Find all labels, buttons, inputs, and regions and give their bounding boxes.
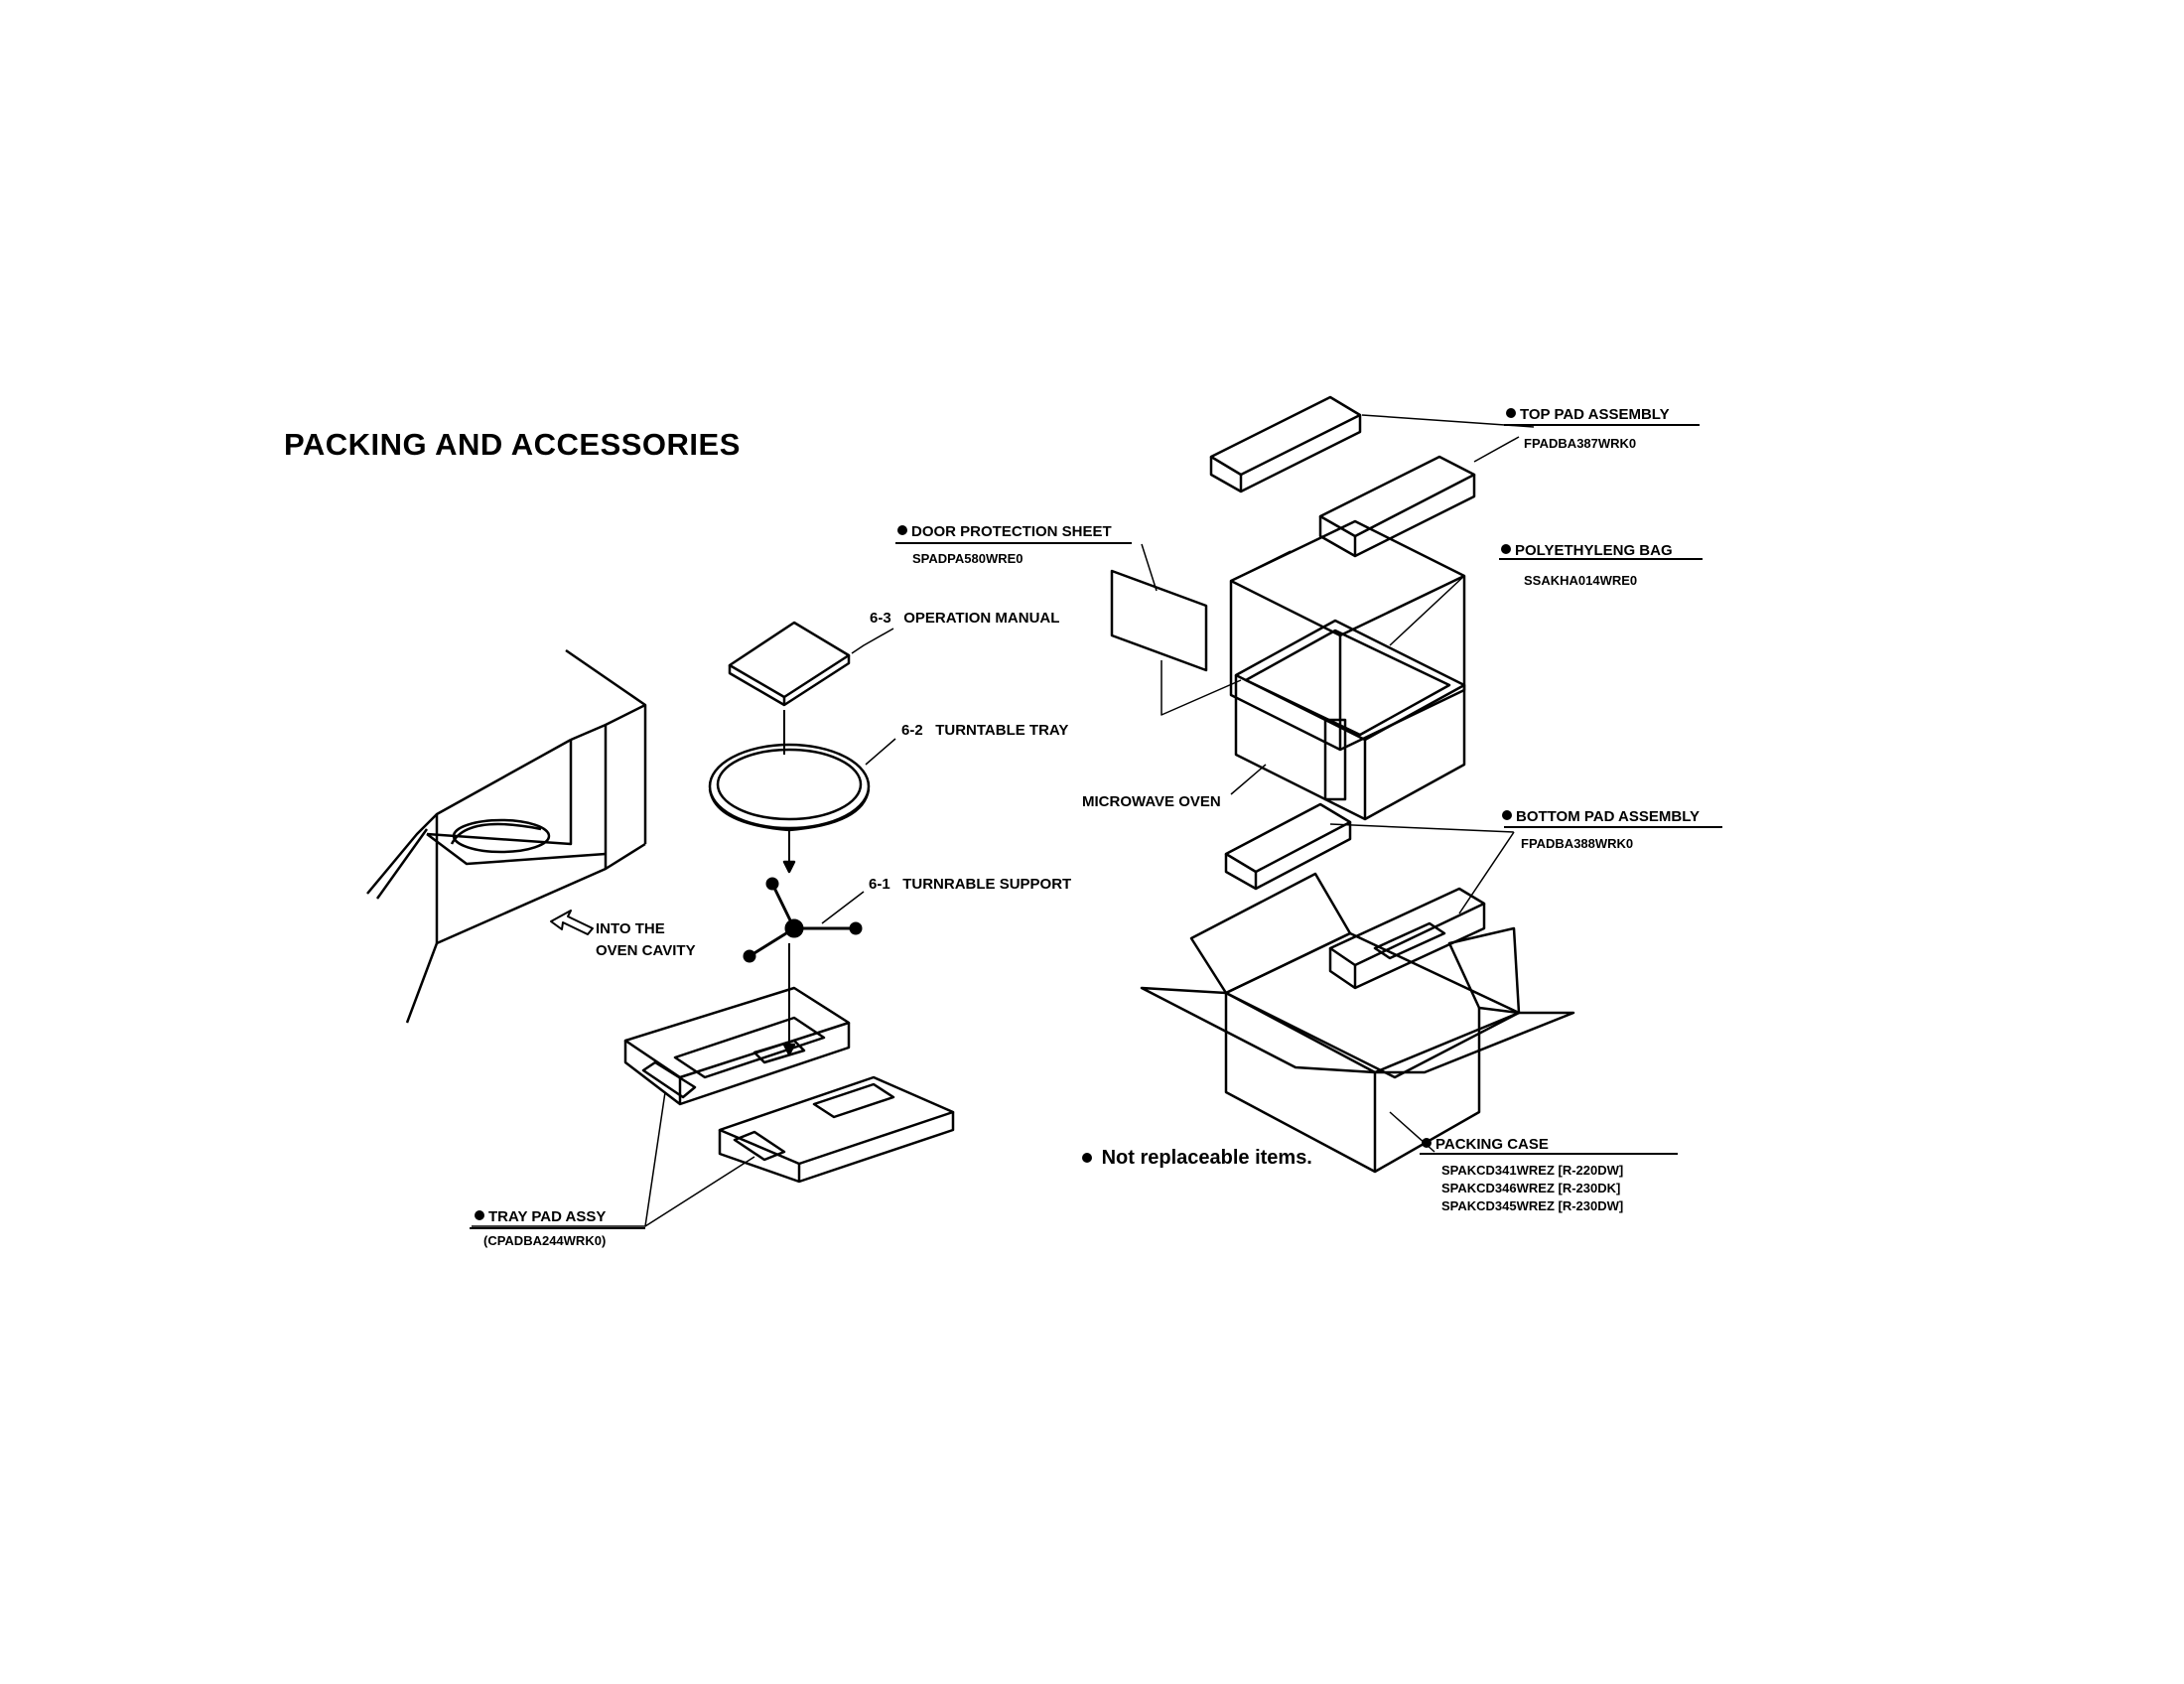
- door-protection-sheet-drawing: [1110, 569, 1242, 716]
- poly-bag-name: POLYETHYLENG BAG: [1515, 542, 1673, 559]
- top-pad-drawing: [1209, 395, 1476, 558]
- not-replaceable-note: Not replaceable items.: [1082, 1147, 1312, 1170]
- bottom-pad-in-case-drawing: [1328, 887, 1486, 990]
- packing-case-name: PACKING CASE: [1435, 1136, 1549, 1153]
- note-text: Not replaceable items.: [1101, 1147, 1312, 1169]
- packing-case-code-1: SPAKCD341WREZ [R-220DW]: [1441, 1163, 1624, 1178]
- turntable-tray-label: 6-2 TURNTABLE TRAY: [901, 723, 1068, 738]
- bottom-pad-drawing: [1224, 802, 1352, 891]
- bullet-icon: [897, 525, 907, 535]
- door-sheet-name: DOOR PROTECTION SHEET: [911, 523, 1112, 540]
- bullet-icon: [1082, 1153, 1092, 1163]
- packing-case-code-2: SPAKCD346WREZ [R-230DK]: [1441, 1181, 1621, 1195]
- door-sheet-label: DOOR PROTECTION SHEET: [897, 524, 1112, 539]
- tray-pad-drawing: [623, 986, 955, 1184]
- operation-manual-label: 6-3 OPERATION MANUAL: [870, 611, 1059, 626]
- tray-pad-code: (CPADBA244WRK0): [483, 1233, 607, 1248]
- turntable-tray-drawing: [708, 743, 871, 832]
- top-pad-code: FPADBA387WRK0: [1524, 436, 1637, 451]
- poly-bag-code: SSAKHA014WRE0: [1524, 573, 1638, 588]
- top-pad-label: TOP PAD ASSEMBLY: [1506, 407, 1670, 422]
- bullet-icon: [1506, 408, 1516, 418]
- into-cavity-line2: OVEN CAVITY: [596, 942, 696, 959]
- packing-case-label: PACKING CASE: [1422, 1137, 1549, 1152]
- poly-bag-label: POLYETHYLENG BAG: [1501, 543, 1673, 558]
- tray-pad-label: TRAY PAD ASSY: [475, 1209, 606, 1224]
- microwave-oven-label: MICROWAVE OVEN: [1082, 793, 1221, 810]
- tray-pad-name: TRAY PAD ASSY: [488, 1208, 607, 1225]
- oven-cavity-drawing: [366, 648, 647, 1024]
- packing-case-drawing: [1140, 872, 1575, 1174]
- into-cavity-arrow: [550, 910, 594, 935]
- turntable-tray-name: TURNTABLE TRAY: [935, 722, 1069, 739]
- turntable-support-num: 6-1: [869, 876, 890, 893]
- bullet-icon: [475, 1210, 484, 1220]
- operation-manual-name: OPERATION MANUAL: [903, 610, 1060, 627]
- top-pad-name: TOP PAD ASSEMBLY: [1520, 406, 1670, 423]
- door-sheet-code: SPADPA580WRE0: [912, 551, 1024, 566]
- bottom-pad-label: BOTTOM PAD ASSEMBLY: [1502, 809, 1700, 824]
- bottom-pad-name: BOTTOM PAD ASSEMBLY: [1516, 808, 1701, 825]
- page-title: PACKING AND ACCESSORIES: [284, 427, 741, 462]
- bullet-icon: [1422, 1138, 1432, 1148]
- turntable-support-name: TURNRABLE SUPPORT: [902, 876, 1072, 893]
- turntable-support-drawing: [743, 877, 863, 963]
- bullet-icon: [1502, 810, 1512, 820]
- turntable-support-label: 6-1 TURNRABLE SUPPORT: [869, 877, 1071, 892]
- packing-case-code-3: SPAKCD345WREZ [R-230DW]: [1441, 1198, 1624, 1213]
- into-cavity-line1: INTO THE: [596, 920, 665, 937]
- operation-manual-drawing: [728, 621, 851, 707]
- bottom-pad-code: FPADBA388WRK0: [1521, 836, 1634, 851]
- turntable-tray-num: 6-2: [901, 722, 923, 739]
- operation-manual-num: 6-3: [870, 610, 891, 627]
- bullet-icon: [1501, 544, 1511, 554]
- microwave-oven-drawing: [1234, 619, 1466, 821]
